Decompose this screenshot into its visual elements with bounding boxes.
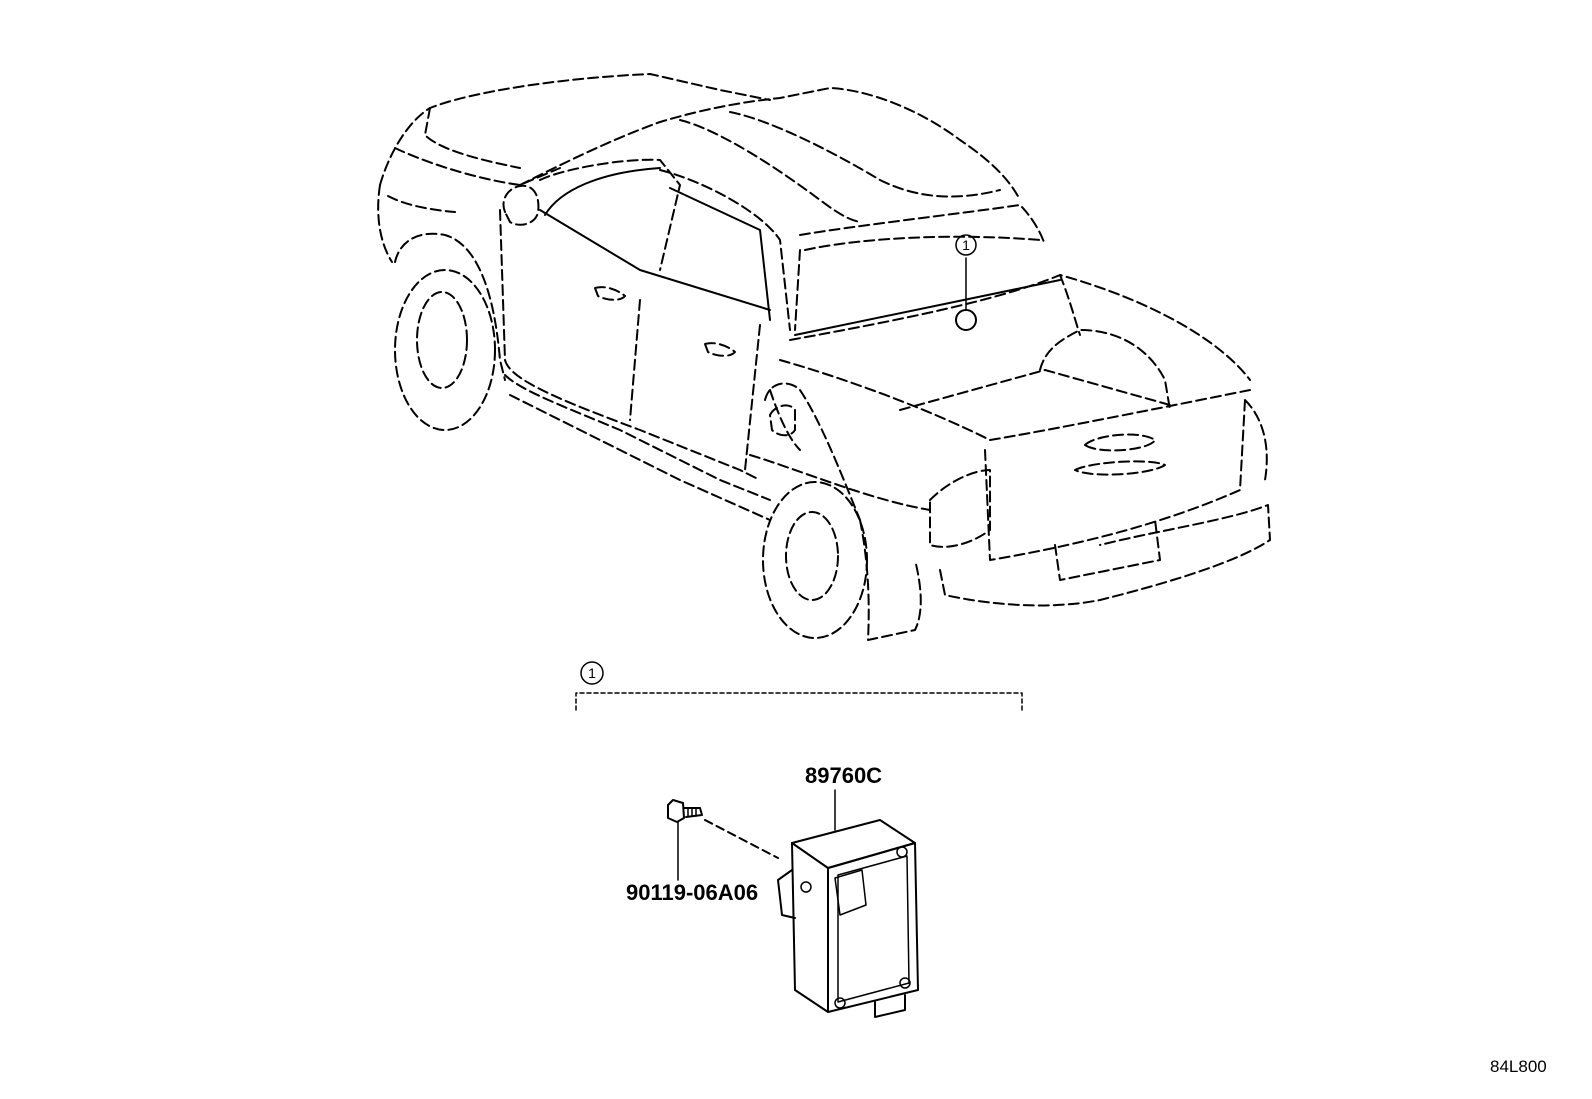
- bolt-part: [667, 799, 779, 881]
- bolt-part-number: 90119-06A06: [626, 880, 758, 905]
- module-part-number: 89760C: [805, 763, 882, 788]
- location-callout-number: 1: [962, 237, 970, 253]
- module-location-marker: [955, 257, 977, 331]
- location-callout: 1: [955, 234, 977, 256]
- group-bracket: 1: [575, 661, 1023, 711]
- pickup-truck-illustration: [377, 73, 1271, 641]
- control-module-part: [777, 789, 919, 1018]
- illustration-reference: 84L800: [1490, 1057, 1547, 1076]
- group-callout-number: 1: [588, 665, 596, 681]
